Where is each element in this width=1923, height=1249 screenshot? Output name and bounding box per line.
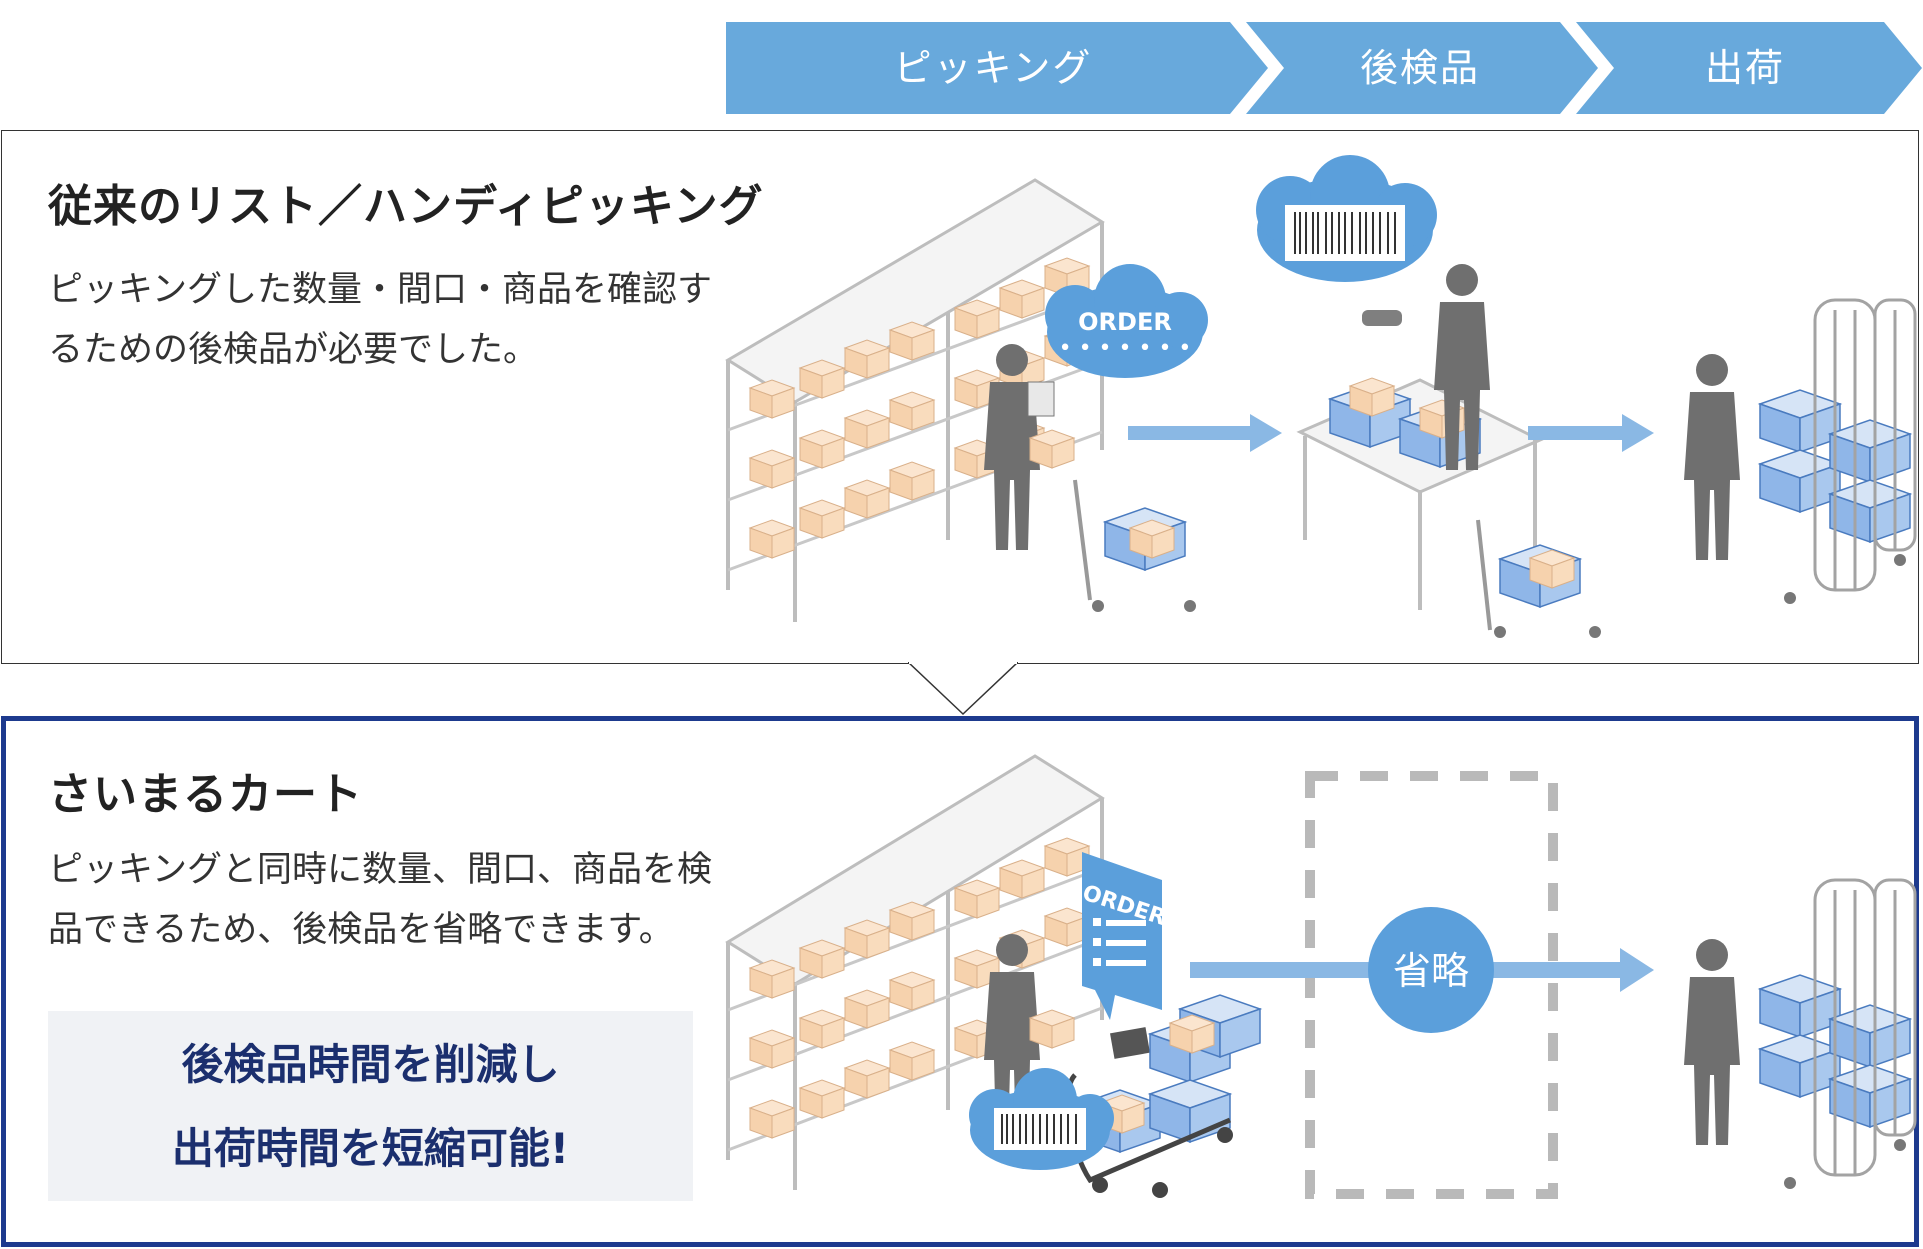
saimaru-title: さいまるカート: [48, 769, 363, 820]
process-step-inspection: 後検品: [1359, 46, 1480, 90]
callout-line-2: 出荷時間を短縮可能!: [171, 1124, 570, 1173]
saimaru-description: ピッキングと同時に数量、間口、商品を検 品できるため、後検品を省略できます。: [48, 850, 712, 950]
conventional-title: 従来のリスト／ハンディピッキング: [48, 181, 764, 232]
process-step-shipping-arrow: [1576, 22, 1922, 114]
process-step-inspection-arrow: [1246, 22, 1598, 114]
skip-circle: [1368, 907, 1494, 1033]
inspection-cart: [1476, 519, 1601, 638]
clipboard-icon: [1027, 381, 1055, 417]
barcode-cloud-icon-bottom: [969, 1068, 1114, 1170]
flow-arrow-1: [1128, 414, 1282, 452]
benefit-callout: 後検品時間を削減し 出荷時間を短縮可能!: [48, 1011, 693, 1201]
process-step-picking-arrow: [726, 22, 1268, 114]
scanner-icon: [1362, 310, 1402, 326]
flow-arrow-2: [1528, 414, 1654, 452]
process-step-shipping: 出荷: [1704, 46, 1785, 90]
panel-pointer: [908, 662, 1018, 716]
order-bubble-text: ORDER: [1078, 308, 1172, 336]
cart-display-icon: [1110, 1027, 1150, 1059]
skipped-inspection-box: [1305, 771, 1558, 1199]
svg-text:• • • • • • •: • • • • • • •: [1059, 336, 1192, 361]
shipping-cage-cart-bottom: [1759, 878, 1917, 1189]
order-cloud-icon: ORDER • • • • • • •: [1045, 264, 1208, 378]
process-flow-bar: [726, 22, 1922, 114]
callout-line-1: 後検品時間を削減し: [181, 1040, 560, 1089]
barcode-cloud-icon: [1256, 155, 1437, 282]
hand-cart: [1073, 479, 1196, 612]
skip-label: 省略: [1393, 949, 1469, 993]
process-step-picking: ピッキング: [893, 46, 1093, 90]
shipping-cage-cart-top: [1759, 298, 1917, 604]
conventional-description: ピッキングした数量・間口・商品を確認す るための後検品が必要でした。: [48, 270, 712, 370]
order-screen-icon: ORDER: [1079, 852, 1169, 1020]
shipper-person-bottom: [1684, 939, 1740, 1145]
